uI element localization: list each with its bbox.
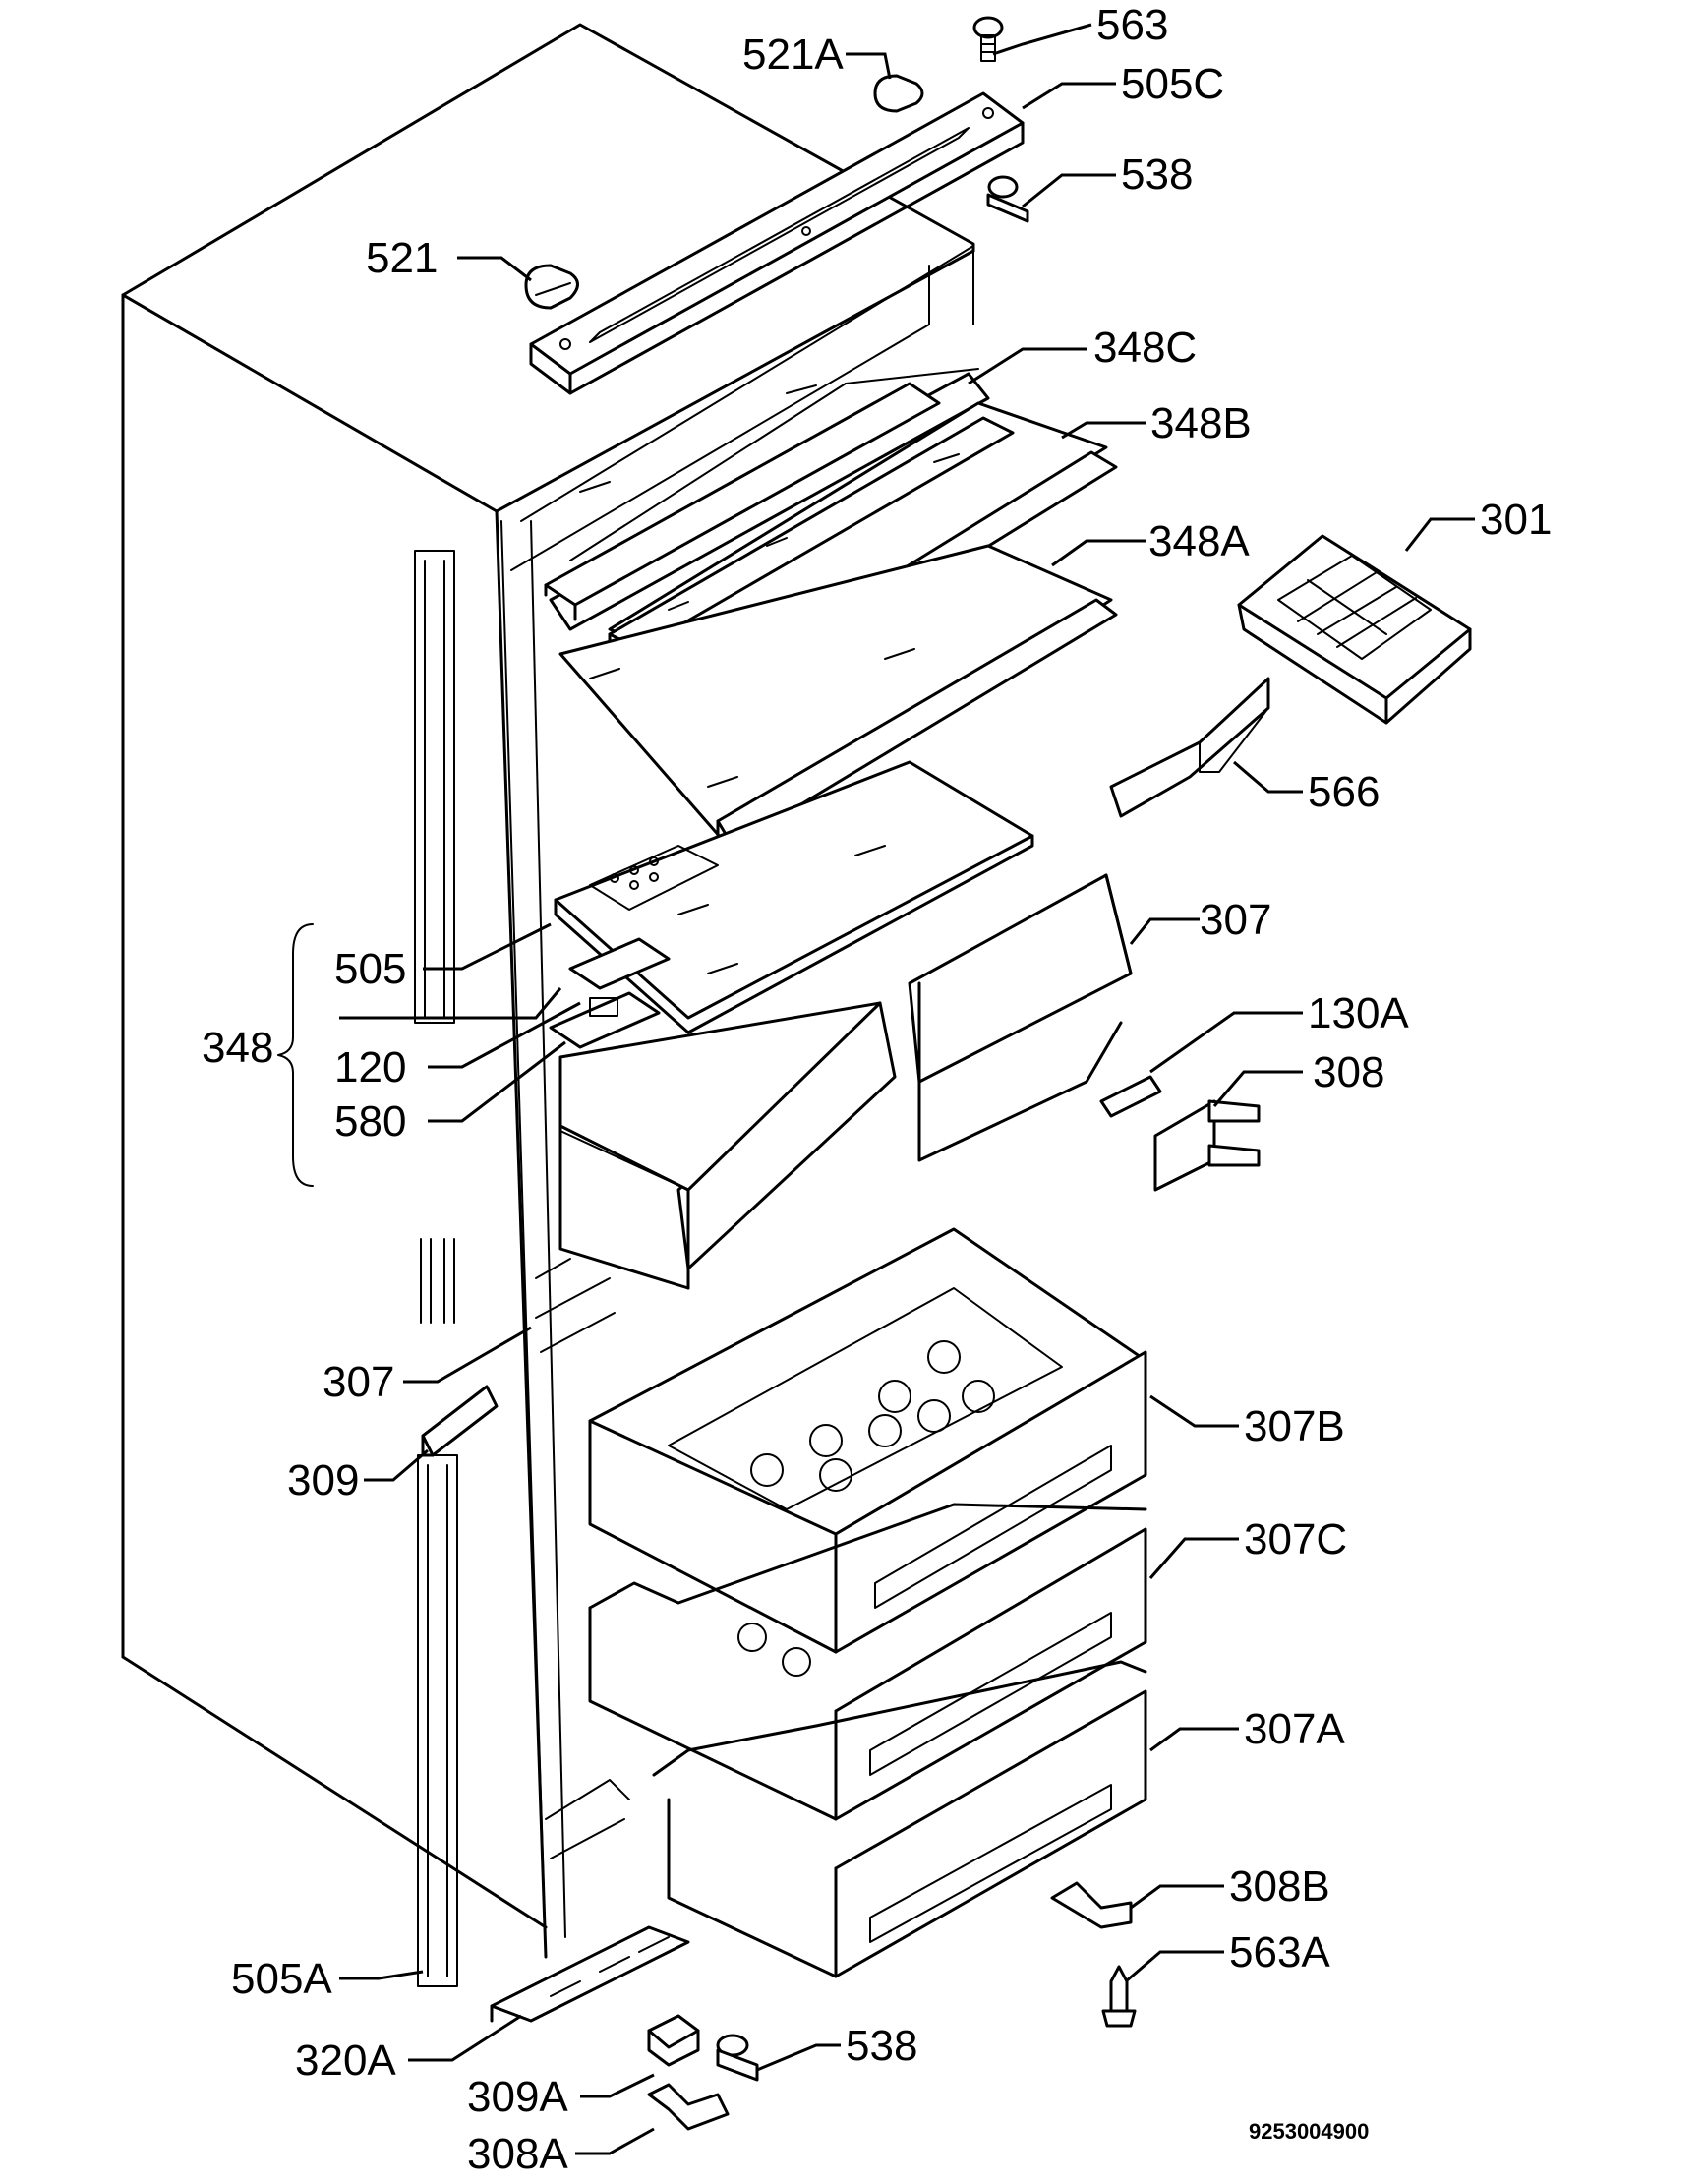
label-563: 563 — [1096, 1, 1168, 49]
label-538-top: 538 — [1121, 150, 1193, 199]
screw-563 — [972, 16, 1004, 62]
hinge-130A — [1099, 1075, 1162, 1118]
label-505A: 505A — [231, 1955, 332, 2003]
label-538-bottom: 538 — [846, 2022, 917, 2070]
label-307-mid: 307 — [323, 1358, 394, 1406]
label-505C: 505C — [1121, 60, 1224, 108]
drawer-307-left — [558, 1001, 897, 1290]
glass-shelf-348A — [558, 544, 1118, 848]
label-307C: 307C — [1244, 1515, 1347, 1564]
label-309: 309 — [287, 1456, 359, 1505]
label-307A: 307A — [1244, 1705, 1345, 1753]
label-505: 505 — [334, 945, 406, 993]
label-301: 301 — [1480, 496, 1552, 544]
bracket-538-bottom — [716, 2034, 759, 2082]
label-120: 120 — [334, 1043, 406, 1092]
label-308B: 308B — [1229, 1862, 1330, 1911]
label-307-top: 307 — [1200, 896, 1271, 944]
label-348B: 348B — [1150, 399, 1252, 447]
bracket-308A — [647, 2083, 730, 2131]
bottom-rail-320A — [490, 1925, 690, 2023]
drawer-307-right — [908, 873, 1133, 1162]
label-566: 566 — [1308, 768, 1380, 816]
ice-tray-301 — [1237, 534, 1472, 725]
label-580: 580 — [334, 1097, 406, 1146]
leader-lines — [339, 23, 1475, 2155]
freezer-drawer-307B — [588, 1227, 1147, 1654]
label-308: 308 — [1313, 1048, 1384, 1096]
hinge-308 — [1153, 1099, 1261, 1192]
control-module — [549, 937, 671, 1049]
freezer-drawer-307A — [652, 1660, 1147, 1978]
label-348: 348 — [202, 1024, 273, 1072]
hinge-cap-521 — [524, 264, 579, 310]
door-clip-309 — [421, 1385, 499, 1457]
glass-shelf-348C — [544, 368, 990, 631]
cabinet-body — [121, 23, 975, 1959]
label-309A: 309A — [467, 2073, 568, 2121]
hinge-cap-521A — [873, 74, 924, 113]
label-307B: 307B — [1244, 1402, 1345, 1450]
ice-scraper-566 — [1109, 677, 1270, 818]
hinge-308B — [1050, 1881, 1133, 1929]
label-563A: 563A — [1229, 1928, 1330, 1977]
label-130A: 130A — [1308, 989, 1409, 1037]
label-308A: 308A — [467, 2130, 568, 2178]
bracket-309A — [647, 2014, 700, 2067]
label-521: 521 — [366, 234, 438, 282]
label-521A: 521A — [742, 30, 844, 79]
label-320A: 320A — [295, 2036, 396, 2085]
freezer-drawer-307C — [588, 1503, 1147, 1821]
label-348C: 348C — [1093, 324, 1197, 372]
screw-563A — [1101, 1965, 1137, 2028]
top-hinge-bar — [529, 91, 1025, 395]
refrigerator-drawing — [121, 16, 1472, 2131]
document-number: 9253004900 — [1249, 2119, 1369, 2144]
label-348A: 348A — [1148, 517, 1250, 565]
door-gasket-strip — [414, 550, 458, 1987]
bracket-538-top — [986, 175, 1029, 223]
part-labels: 563 521A 505C 538 521 348C 348B 348A 301… — [202, 1, 1552, 2178]
bracket-348-group — [277, 923, 314, 1187]
crisper-cover-505 — [554, 760, 1034, 1034]
